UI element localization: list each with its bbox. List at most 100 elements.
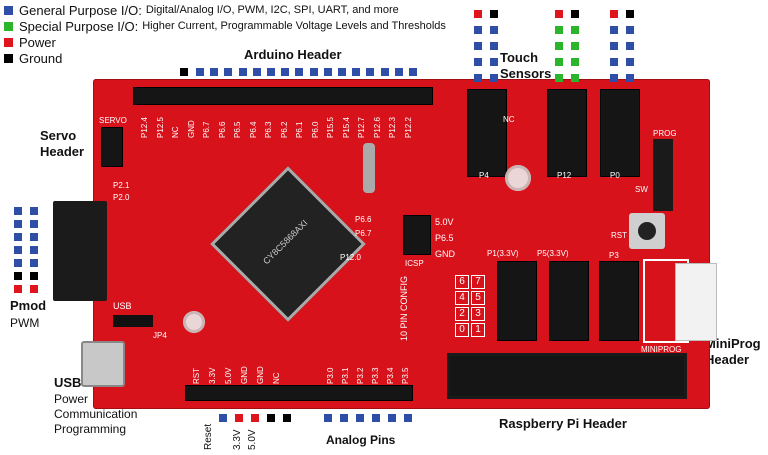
power-swatch bbox=[4, 37, 13, 47]
special-swatch bbox=[4, 21, 13, 31]
pmod-pin-square bbox=[14, 233, 22, 241]
bottom-pin-label: 5.0V bbox=[224, 367, 233, 384]
matrix-pin-square bbox=[610, 74, 618, 82]
arduino-header[interactable] bbox=[133, 87, 433, 105]
matrix-pin-square bbox=[555, 58, 563, 66]
arduino-pin-label: P12.5 bbox=[155, 117, 165, 138]
matrix-pin-square bbox=[626, 58, 634, 66]
p120-silk: P12.0 bbox=[340, 253, 361, 262]
arduino-pin-label: P15.4 bbox=[341, 117, 351, 138]
p4-silk: P4 bbox=[479, 171, 489, 180]
config-digit: 4 bbox=[455, 291, 469, 305]
matrix-pin-square bbox=[571, 10, 579, 18]
miniprog-silk: MINIPROG bbox=[641, 345, 682, 354]
p65-silk: P6.5 bbox=[435, 233, 454, 243]
prog-switch[interactable] bbox=[653, 139, 673, 211]
p3-silk: P3 bbox=[609, 251, 619, 260]
bottom-pin-label: P3.4 bbox=[386, 367, 395, 384]
matrix-pin-square bbox=[555, 42, 563, 50]
matrix-pin-square bbox=[490, 26, 498, 34]
usb-port[interactable] bbox=[81, 341, 125, 387]
analog-pin-square bbox=[404, 414, 412, 422]
bottom-pin-label: GND bbox=[240, 366, 249, 384]
matrix-pin-square bbox=[490, 10, 498, 18]
arduino-pin-square bbox=[309, 68, 318, 76]
bottom-pin-label: P3.5 bbox=[401, 367, 410, 384]
icsp-silk: ICSP bbox=[405, 259, 424, 268]
matrix-pin-square bbox=[626, 74, 634, 82]
usb-label: USB bbox=[54, 375, 82, 390]
v50-label: 5.0V bbox=[247, 429, 258, 450]
analog-pins-label: Analog Pins bbox=[326, 433, 396, 447]
bottom-pin-label: GND bbox=[256, 366, 265, 384]
bottom-pin-label: RST bbox=[192, 368, 201, 384]
arduino-pin-square bbox=[323, 68, 332, 76]
p3-header[interactable] bbox=[599, 261, 639, 341]
p67-silk: P6.7 bbox=[355, 229, 372, 238]
config-digit: 0 bbox=[455, 323, 469, 337]
p5-header[interactable] bbox=[549, 261, 589, 341]
servo-header-label-2: Header bbox=[40, 144, 85, 159]
legend-gpio-sub: Digital/Analog I/O, PWM, I2C, SPI, UART,… bbox=[145, 4, 399, 16]
pmod-pin-square bbox=[14, 207, 22, 215]
arduino-pin-label: P6.5 bbox=[233, 121, 242, 138]
crystal bbox=[363, 143, 375, 193]
p4-header[interactable] bbox=[467, 89, 507, 177]
matrix-pin-square bbox=[571, 58, 579, 66]
legend-ground: Ground bbox=[4, 50, 62, 66]
pmod-pin-square bbox=[30, 207, 38, 215]
arduino-pin-label: P12.2 bbox=[403, 117, 413, 138]
pmod-pin-square bbox=[14, 259, 22, 267]
pwm-label: PWM bbox=[10, 316, 40, 330]
jp4-jumper[interactable] bbox=[113, 315, 153, 327]
servo-header[interactable] bbox=[101, 127, 123, 167]
prog-silk: PROG bbox=[653, 129, 677, 138]
analog-pin-square bbox=[372, 414, 380, 422]
matrix-pin-square bbox=[571, 26, 579, 34]
arduino-pin-square bbox=[380, 68, 389, 76]
pmod-pin-square bbox=[14, 220, 22, 228]
pmod-pin-square bbox=[30, 259, 38, 267]
matrix-pin-square bbox=[610, 10, 618, 18]
icsp-header[interactable] bbox=[403, 215, 431, 255]
reset-button[interactable] bbox=[638, 222, 656, 240]
pmod-pin-square bbox=[30, 246, 38, 254]
arduino-pin-square bbox=[224, 68, 233, 76]
rst-silk: RST bbox=[611, 231, 627, 240]
miniprog-header-label-1: MiniProg bbox=[705, 336, 761, 351]
p0-silk: P0 bbox=[610, 171, 620, 180]
pmod-connector[interactable] bbox=[53, 201, 107, 301]
bottom-pin-label: P3.0 bbox=[326, 367, 335, 384]
power-pin-square bbox=[235, 414, 243, 422]
config-digit: 2 bbox=[455, 307, 469, 321]
analog-pin-square bbox=[324, 414, 332, 422]
bottom-header[interactable] bbox=[185, 385, 413, 401]
matrix-pin-square bbox=[610, 42, 618, 50]
p12-header[interactable] bbox=[547, 89, 587, 177]
arduino-pin-square bbox=[338, 68, 346, 76]
raspberry-pi-header[interactable] bbox=[447, 353, 687, 399]
arduino-pin-square bbox=[281, 68, 290, 76]
p66-silk: P6.6 bbox=[355, 215, 372, 224]
pmod-pin-square bbox=[30, 233, 38, 241]
pmod-label: Pmod bbox=[10, 298, 47, 313]
matrix-pin-square bbox=[474, 58, 482, 66]
matrix-pin-square bbox=[490, 42, 498, 50]
config-digit: 5 bbox=[471, 291, 485, 305]
p0-header[interactable] bbox=[600, 89, 640, 177]
nc-silk: NC bbox=[503, 115, 515, 124]
servo-header-label-1: Servo bbox=[40, 128, 77, 143]
arduino-pin-square bbox=[366, 68, 375, 76]
matrix-pin-square bbox=[571, 74, 579, 82]
p1-header[interactable] bbox=[497, 261, 537, 341]
touch-sensors-label-2: Sensors bbox=[500, 66, 552, 81]
arduino-pin-label: P6.3 bbox=[264, 121, 273, 138]
legend-special-label: Special Purpose I/O: bbox=[19, 18, 139, 34]
bottom-pin-label: NC bbox=[272, 372, 281, 384]
p21-silk: P2.1 bbox=[113, 181, 130, 190]
matrix-pin-square bbox=[555, 26, 563, 34]
miniprog-connector[interactable] bbox=[675, 263, 717, 341]
arduino-pin-label: P15.5 bbox=[326, 117, 335, 138]
bottom-pin-label: P3.2 bbox=[356, 367, 365, 384]
